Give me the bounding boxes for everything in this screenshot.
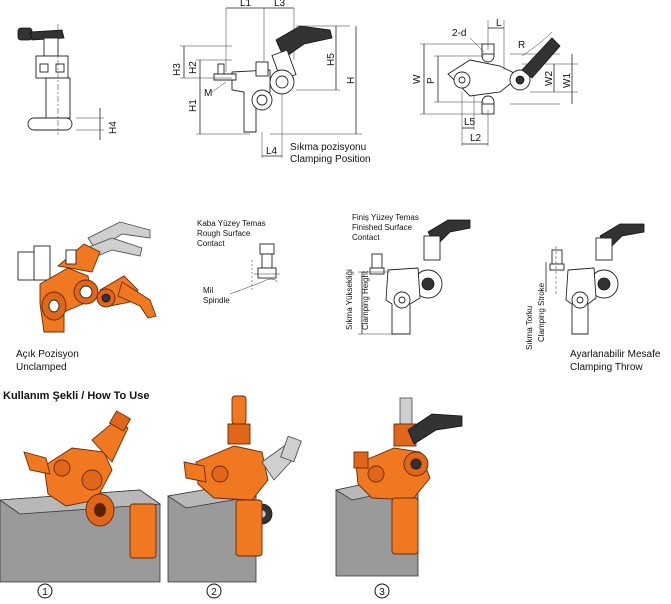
clamp-stroke-en: Clamping Stroke [537,282,546,342]
clamping-position-en: Clamping Position [290,154,371,165]
clamping-position-tr: Sıkma pozisyonu [290,142,366,153]
side-view: L1 L3 H3 H2 H1 H5 H M L4 Sıkma pozisyonu… [172,0,371,165]
rough-contact-en2: Contact [197,239,225,248]
spindle-en: Spindle [203,296,230,305]
dim-l3: L3 [274,0,286,9]
dim-p: P [426,77,437,84]
dim-l: L [496,18,502,29]
dim-h3: H3 [172,63,183,76]
dim-l2: L2 [470,133,482,144]
unclamped-figure [17,221,157,333]
dim-m: M [204,88,212,99]
rough-contact-tr: Kaba Yüzey Temas [197,219,266,228]
how-to-use-heading: Kullanım Şekli / How To Use [3,390,150,402]
step-3-number: 3 [374,583,390,599]
unclamped-en: Unclamped [16,362,67,373]
step-1-figure [0,410,162,583]
dim-h2: H2 [188,61,199,74]
spindle-tr: Mil [203,286,213,295]
front-view: H4 [17,24,119,140]
finished-contact-figure: Finiş Yüzey Temas Finished Surface Conta… [345,213,471,335]
clamp-stroke-tr: Sıkma Torku [525,306,534,350]
rough-contact-en1: Rough Surface [197,229,251,238]
step-3-figure [334,397,463,577]
clamp-height-en: Clamping Height [361,270,370,330]
dim-w2: W2 [544,71,555,86]
dim-h5: H5 [326,53,337,66]
clamp-height-tr: Sıkma Yüksekliği [345,269,354,330]
clamping-throw-tr: Ayarlanabilir Mesafe [570,349,661,360]
dim-h: H [346,77,357,84]
step-2-number: 2 [206,583,222,599]
svg-text:2: 2 [211,587,217,598]
svg-text:3: 3 [379,587,385,598]
finished-contact-tr: Finiş Yüzey Temas [352,213,419,222]
clamping-throw-figure: Sıkma Torku Clamping Stroke [525,223,645,350]
top-view: L 2-d R W P W2 W1 L5 L2 [412,18,578,146]
dim-l5: L5 [464,117,476,128]
step-1-number: 1 [37,583,53,599]
unclamped-tr: Açık Pozisyon [16,349,79,360]
clamping-throw-en: Clamping Throw [570,362,643,373]
finished-contact-en2: Contact [352,233,380,242]
dim-l1: L1 [240,0,252,9]
step-2-figure [166,395,302,583]
dim-h4: H4 [108,121,119,134]
dim-w: W [412,74,423,84]
dim-r: R [518,40,525,51]
dim-w1: W1 [562,73,573,88]
finished-contact-en1: Finished Surface [352,223,413,232]
dim-2d: 2-d [452,28,466,39]
svg-text:1: 1 [42,587,48,598]
dim-h1: H1 [188,99,199,112]
dim-l4: L4 [266,146,278,157]
rough-contact-detail: Kaba Yüzey Temas Rough Surface Contact M… [197,219,280,305]
